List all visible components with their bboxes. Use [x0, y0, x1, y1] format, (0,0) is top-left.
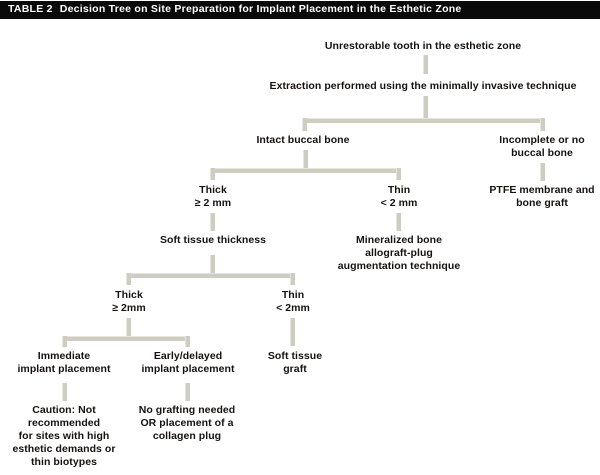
connector-level1-right-drop [540, 118, 545, 131]
node-no-grafting-needed: No grafting needed OR placement of a col… [138, 404, 236, 442]
connector-level2-left-drop [210, 168, 215, 180]
node-intact-buccal-bone: Intact buccal bone [256, 134, 350, 146]
connector-level2-bar [210, 168, 401, 173]
node-incomplete-or-no-buccal-bone: Incomplete or no buccal bone [499, 134, 585, 159]
connector-level1-bar [302, 118, 545, 123]
node-soft-tissue-graft: Soft tissue graft [267, 350, 323, 375]
node-unrestorable-tooth: Unrestorable tooth in the esthetic zone [324, 40, 522, 52]
connector-immediate-to-caution [62, 383, 67, 401]
node-thin-2mm-tissue: Thin < 2mm [276, 289, 310, 314]
connector-level3-right-drop [290, 273, 295, 285]
node-ptfe-membrane-bone-graft: PTFE membrane and bone graft [489, 184, 595, 209]
node-soft-tissue-thickness: Soft tissue thickness [159, 234, 267, 246]
connector-level2-right-drop [396, 168, 401, 180]
connector-root-to-extraction [423, 55, 428, 74]
figure-title-bar: TABLE 2 Decision Tree on Site Preparation… [0, 0, 600, 19]
connector-level3-left-drop [126, 273, 131, 285]
connector-level1-left-drop [302, 118, 307, 131]
connector-extraction-stem [423, 96, 428, 118]
connector-thin-to-mineralized [396, 213, 401, 231]
node-thick-2mm-tissue: Thick ≥ 2mm [112, 289, 146, 314]
connector-level3-bar [126, 273, 295, 278]
connector-thick2-stem [126, 318, 131, 336]
connector-earlydelayed-to-nografting [185, 383, 190, 401]
node-mineralized-bone-allograft-plug: Mineralized bone allograft-plug augmenta… [337, 234, 461, 272]
connector-incomplete-to-ptfe [540, 163, 545, 181]
connector-level4-left-drop [62, 336, 67, 347]
figure-title-line: TABLE 2 Decision Tree on Site Preparation… [8, 3, 462, 15]
figure-title-text: Decision Tree on Site Preparation for Im… [59, 3, 462, 15]
node-extraction-performed: Extraction performed using the minimally… [269, 80, 577, 92]
connector-softtissue-stem [210, 255, 215, 273]
node-immediate-implant-placement: Immediate implant placement [17, 350, 111, 375]
connector-thin2-to-graft [290, 318, 295, 346]
connector-thick-to-softtissue [210, 213, 215, 231]
node-early-delayed-implant-placement: Early/delayed implant placement [141, 350, 235, 375]
connector-level4-right-drop [185, 336, 190, 347]
node-thick-2mm-bone: Thick ≥ 2 mm [194, 184, 232, 209]
connector-intact-stem [303, 150, 308, 168]
node-thin-2mm-bone: Thin < 2 mm [380, 184, 418, 209]
connector-level4-bar [62, 336, 190, 341]
node-caution-not-recommended: Caution: Not recommended for sites with … [12, 404, 116, 468]
figure-title-number: TABLE 2 [8, 3, 53, 15]
